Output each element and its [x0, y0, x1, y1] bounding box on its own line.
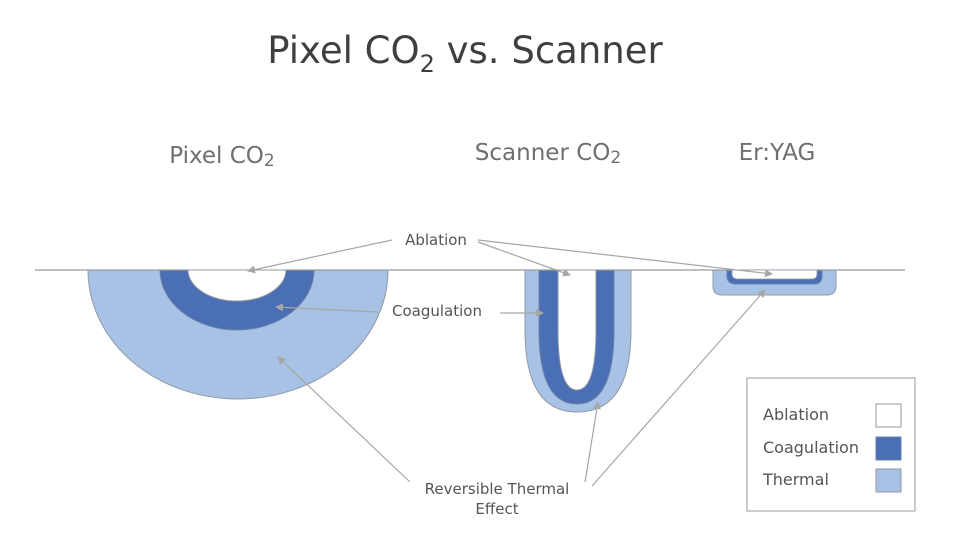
- column-label-pixel-co2: Pixel CO2: [169, 143, 275, 171]
- legend-label-ablation: Ablation: [763, 405, 829, 424]
- legend: Ablation Coagulation Thermal: [746, 377, 916, 512]
- arrow-ablation-pixel: [247, 239, 393, 274]
- legend-swatch-thermal: [875, 468, 902, 493]
- page-title: Pixel CO2 vs. Scanner: [267, 29, 663, 78]
- callout-thermal-line2: Effect: [475, 500, 518, 518]
- callout-thermal-line1: Reversible Thermal: [425, 480, 570, 498]
- title-rest: vs. Scanner: [435, 29, 664, 72]
- callout-ablation: Ablation: [405, 231, 467, 249]
- legend-label-thermal: Thermal: [762, 470, 829, 489]
- pixel-thermal-zone: [87, 269, 389, 400]
- legend-swatch-ablation: [875, 403, 902, 428]
- title-subscript: 2: [420, 50, 435, 78]
- column-label-scanner-co2: Scanner CO2: [475, 140, 621, 168]
- arrow-thermal-eryag: [591, 289, 766, 487]
- arrow-ablation-eryag: [477, 239, 773, 278]
- arrow-ablation-scanner: [477, 241, 571, 277]
- arrow-coagulation-pixel: [275, 303, 379, 313]
- column-label-eryag: Er:YAG: [739, 140, 816, 166]
- arrow-thermal-scanner: [584, 401, 601, 483]
- arrow-thermal-pixel: [277, 356, 411, 483]
- scanner-ablation-channel: [557, 269, 597, 391]
- title-main: Pixel CO: [267, 29, 419, 72]
- pixel-ablation-crater: [187, 269, 287, 302]
- legend-swatch-coagulation: [875, 436, 902, 461]
- legend-label-coagulation: Coagulation: [763, 438, 859, 457]
- callout-coagulation: Coagulation: [392, 302, 482, 320]
